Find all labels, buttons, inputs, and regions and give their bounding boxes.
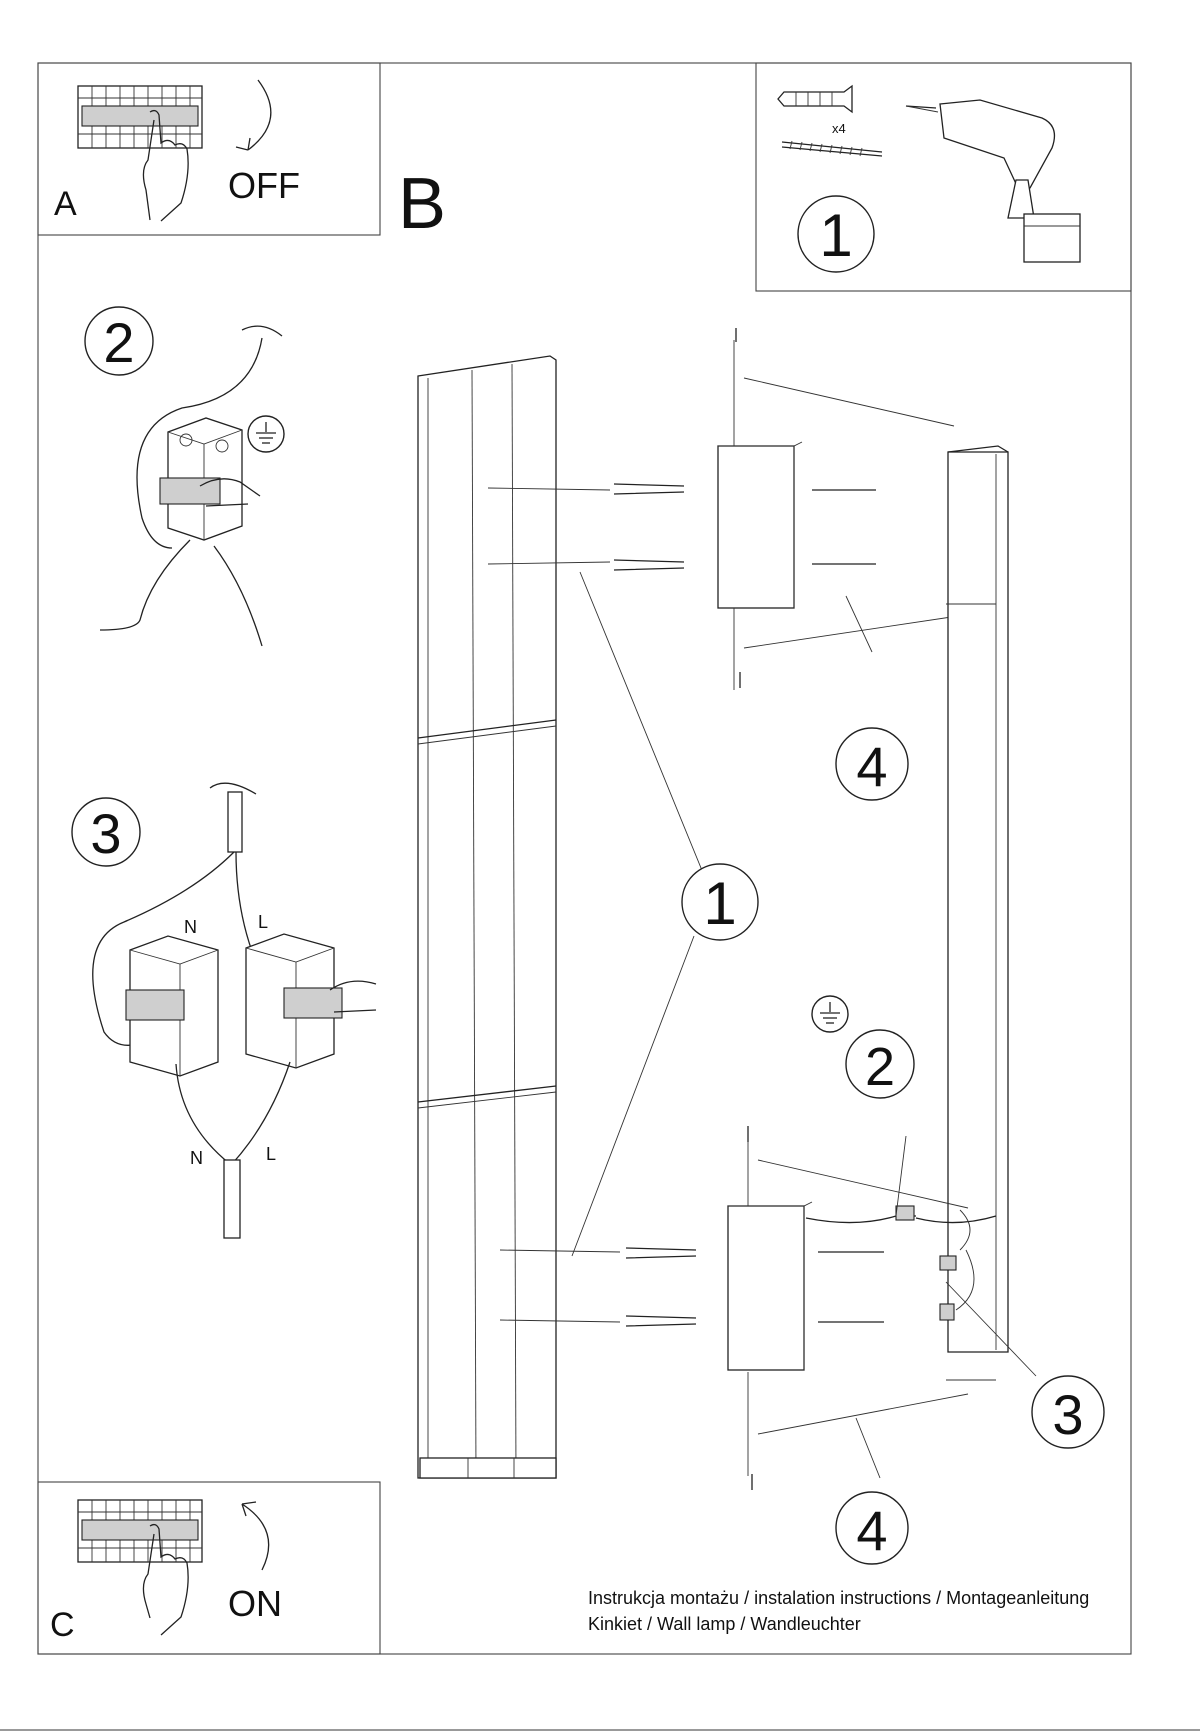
ground-icon-2 (811, 995, 849, 1033)
callout-4-bottom: 4 (856, 1499, 887, 1562)
hand-icon-3 (329, 980, 377, 1013)
wiring (805, 1205, 997, 1321)
callout-3: 3 (1052, 1383, 1083, 1446)
step-2-number: 2 (103, 311, 134, 374)
bracket-bottom (499, 1126, 969, 1490)
breaker-icon (77, 85, 203, 149)
callout-4-top: 4 (856, 735, 887, 798)
terminal-block-l-icon (245, 933, 343, 1069)
step-2-circle (84, 306, 154, 376)
bracket-top (487, 328, 959, 690)
frame (37, 62, 1132, 1655)
terminal-block-n-icon (125, 935, 219, 1077)
wall-plug-icon (777, 84, 853, 114)
wall-rail (946, 445, 1009, 1381)
terminal-block-icon (159, 417, 243, 541)
step-2-panel: 2 (84, 306, 285, 647)
panel-b-letter: B (398, 164, 446, 244)
assembly-diagram: 1 4 2 3 4 (417, 328, 1105, 1565)
ground-icon (247, 415, 285, 453)
hand-icon-c (142, 1523, 189, 1636)
arrow-up-icon (241, 1501, 270, 1571)
callout-2: 2 (865, 1037, 895, 1097)
quantity-label: x4 (832, 121, 846, 136)
tools-step-circle (797, 195, 875, 273)
breaker-icon-c (77, 1499, 203, 1563)
step-3-panel: 3 N L N L (71, 782, 377, 1239)
off-label: OFF (228, 165, 300, 206)
l-label-bottom: L (266, 1144, 276, 1164)
connector-icon (895, 1205, 915, 1221)
footer-line-2: Kinkiet / Wall lamp / Wandleuchter (588, 1614, 861, 1634)
callout-1-circle (681, 863, 759, 941)
lamp-body (417, 355, 557, 1479)
drill-icon (905, 99, 1081, 263)
panel-c-letter: C (50, 1606, 75, 1644)
connector-icon-3 (939, 1303, 955, 1321)
step-3-number: 3 (90, 802, 121, 865)
n-label-top: N (184, 917, 197, 937)
tools-panel: x4 1 (777, 84, 1081, 273)
callout-4-top-circle (835, 727, 909, 801)
callout-3-circle (1031, 1375, 1105, 1449)
l-label-top: L (258, 912, 268, 932)
tools-step-number: 1 (819, 202, 852, 269)
on-label: ON (228, 1583, 282, 1624)
panel-a: A OFF (54, 79, 300, 223)
hand-icon-2 (199, 478, 261, 507)
callout-2-circle (845, 1029, 915, 1099)
screw-icon (781, 140, 883, 157)
footer-line-1: Instrukcja montażu / instalation instruc… (588, 1588, 1089, 1608)
hand-icon (142, 109, 189, 222)
panel-a-letter: A (54, 185, 77, 223)
step-3-circle (71, 797, 141, 867)
arrow-down-icon (235, 79, 272, 151)
panel-c: C ON (50, 1499, 282, 1644)
callout-1: 1 (703, 870, 736, 937)
connector-icon-2 (939, 1255, 957, 1271)
n-label-bottom: N (190, 1148, 203, 1168)
callout-4-bottom-circle (835, 1491, 909, 1565)
